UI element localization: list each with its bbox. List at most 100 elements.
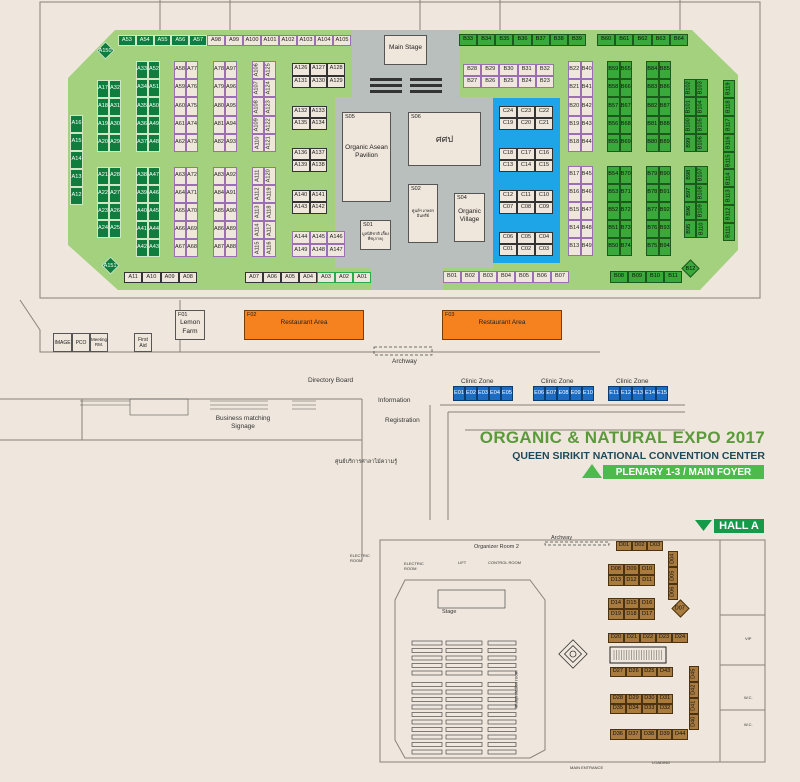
booth-a86[interactable]: A86	[213, 221, 225, 239]
booth-a72[interactable]: A72	[186, 167, 198, 185]
booth-b62[interactable]: B62	[633, 34, 652, 46]
booth-a31[interactable]: A31	[109, 98, 121, 116]
booth-a113[interactable]: A113	[252, 203, 264, 221]
s06-booth[interactable]: S06 ศศป	[408, 112, 481, 166]
booth-b100[interactable]: B100	[684, 115, 696, 134]
booth-b91[interactable]: B91	[658, 184, 671, 202]
booth-a35[interactable]: A35	[136, 97, 148, 116]
booth-a10[interactable]: A10	[142, 272, 161, 283]
booth-b66[interactable]: B66	[619, 79, 632, 98]
booth-b20[interactable]: B20	[568, 97, 581, 116]
booth-d17[interactable]: D17	[639, 609, 655, 620]
booth-c09[interactable]: C09	[535, 202, 553, 214]
booth-d19[interactable]: D19	[608, 609, 624, 620]
booth-b21[interactable]: B21	[568, 79, 581, 98]
booth-d42[interactable]: D42	[689, 682, 699, 698]
booth-d22[interactable]: D22	[640, 633, 656, 643]
booth-a100[interactable]: A100	[243, 35, 261, 46]
booth-d37[interactable]: D37	[625, 729, 642, 740]
booth-b45[interactable]: B45	[580, 166, 593, 184]
booth-b56[interactable]: B56	[607, 115, 620, 134]
booth-a112[interactable]: A112	[252, 185, 264, 203]
booth-a28[interactable]: A28	[109, 167, 121, 185]
booth-b81[interactable]: B81	[646, 115, 659, 134]
booth-a03[interactable]: A03	[317, 272, 335, 283]
booth-a90[interactable]: A90	[225, 203, 237, 221]
booth-a16[interactable]: A16	[70, 115, 83, 133]
booth-a07[interactable]: A07	[245, 272, 263, 283]
booth-a88[interactable]: A88	[225, 239, 237, 257]
booth-a63[interactable]: A63	[174, 167, 186, 185]
booth-b57[interactable]: B57	[607, 97, 620, 116]
booth-d36[interactable]: D36	[610, 729, 626, 740]
booth-b63[interactable]: B63	[651, 34, 670, 46]
booth-a42[interactable]: A42	[136, 239, 148, 257]
booth-b50[interactable]: B50	[607, 238, 620, 256]
booth-b41[interactable]: B41	[580, 79, 593, 98]
booth-b35[interactable]: B35	[495, 34, 514, 46]
booth-d15[interactable]: D15	[623, 598, 640, 609]
booth-a106[interactable]: A106	[252, 61, 264, 80]
booth-b34[interactable]: B34	[477, 34, 496, 46]
booth-a30[interactable]: A30	[109, 116, 121, 134]
booth-b37[interactable]: B37	[531, 34, 550, 46]
booth-a18[interactable]: A18	[97, 98, 109, 116]
s02-booth[interactable]: S02 ศูนย์ฯ เกษตรอินทรีย์	[408, 184, 438, 243]
s04-organic-village[interactable]: S04 Organic Village	[454, 193, 485, 242]
booth-a78[interactable]: A78	[213, 61, 225, 80]
booth-a145[interactable]: A145	[309, 231, 328, 244]
booth-a04[interactable]: A04	[299, 272, 317, 283]
booth-c24[interactable]: C24	[499, 106, 517, 118]
booth-d25[interactable]: D25	[641, 667, 658, 677]
booth-a65[interactable]: A65	[174, 203, 186, 221]
booth-a133[interactable]: A133	[309, 106, 327, 118]
booth-a12[interactable]: A12	[70, 187, 83, 205]
booth-b05[interactable]: B05	[515, 271, 533, 283]
booth-b43[interactable]: B43	[580, 115, 593, 134]
booth-a91[interactable]: A91	[225, 185, 237, 203]
booth-a76[interactable]: A76	[186, 79, 198, 98]
booth-b07[interactable]: B07	[551, 271, 569, 283]
booth-a22[interactable]: A22	[97, 184, 109, 203]
booth-d41[interactable]: D41	[689, 698, 699, 714]
booth-b92[interactable]: B92	[658, 202, 671, 220]
booth-b65[interactable]: B65	[619, 61, 632, 80]
booth-a92[interactable]: A92	[225, 167, 237, 185]
booth-a21[interactable]: A21	[97, 167, 109, 185]
booth-a126[interactable]: A126	[292, 63, 310, 76]
booth-a147[interactable]: A147	[327, 244, 345, 257]
booth-b108[interactable]: B108	[696, 184, 708, 202]
booth-d06[interactable]: D06	[668, 583, 678, 600]
booth-a59[interactable]: A59	[174, 79, 186, 98]
booth-b93[interactable]: B93	[658, 220, 671, 238]
booth-c05[interactable]: C05	[517, 232, 535, 244]
booth-a17[interactable]: A17	[97, 80, 109, 98]
booth-d31[interactable]: D31	[657, 694, 673, 704]
booth-a95[interactable]: A95	[225, 97, 237, 116]
booth-a83[interactable]: A83	[213, 167, 225, 185]
booth-b89[interactable]: B89	[658, 133, 671, 152]
booth-b11[interactable]: B11	[664, 271, 682, 283]
booth-b09[interactable]: B09	[628, 271, 646, 283]
booth-a52[interactable]: A52	[148, 61, 160, 80]
booth-e15[interactable]: E15	[656, 386, 668, 401]
booth-b111[interactable]: B111	[723, 223, 735, 241]
booth-d14[interactable]: D14	[608, 598, 624, 609]
booth-c13[interactable]: C13	[499, 160, 517, 172]
booth-b52[interactable]: B52	[607, 202, 620, 220]
booth-b88[interactable]: B88	[658, 115, 671, 134]
booth-a34[interactable]: A34	[136, 79, 148, 98]
booth-b03[interactable]: B03	[479, 271, 497, 283]
booth-e10[interactable]: E10	[581, 386, 594, 401]
booth-b30[interactable]: B30	[499, 64, 518, 76]
booth-b02[interactable]: B02	[461, 271, 479, 283]
booth-d35[interactable]: D35	[610, 704, 626, 714]
booth-c08[interactable]: C08	[517, 202, 535, 214]
first-aid-room[interactable]: First Aid	[134, 333, 152, 352]
booth-b28[interactable]: B28	[463, 64, 482, 76]
booth-b76[interactable]: B76	[646, 220, 659, 238]
booth-b72[interactable]: B72	[619, 202, 632, 220]
booth-b78[interactable]: B78	[646, 184, 659, 202]
booth-b48[interactable]: B48	[580, 220, 593, 238]
booth-a117[interactable]: A117	[264, 221, 276, 239]
